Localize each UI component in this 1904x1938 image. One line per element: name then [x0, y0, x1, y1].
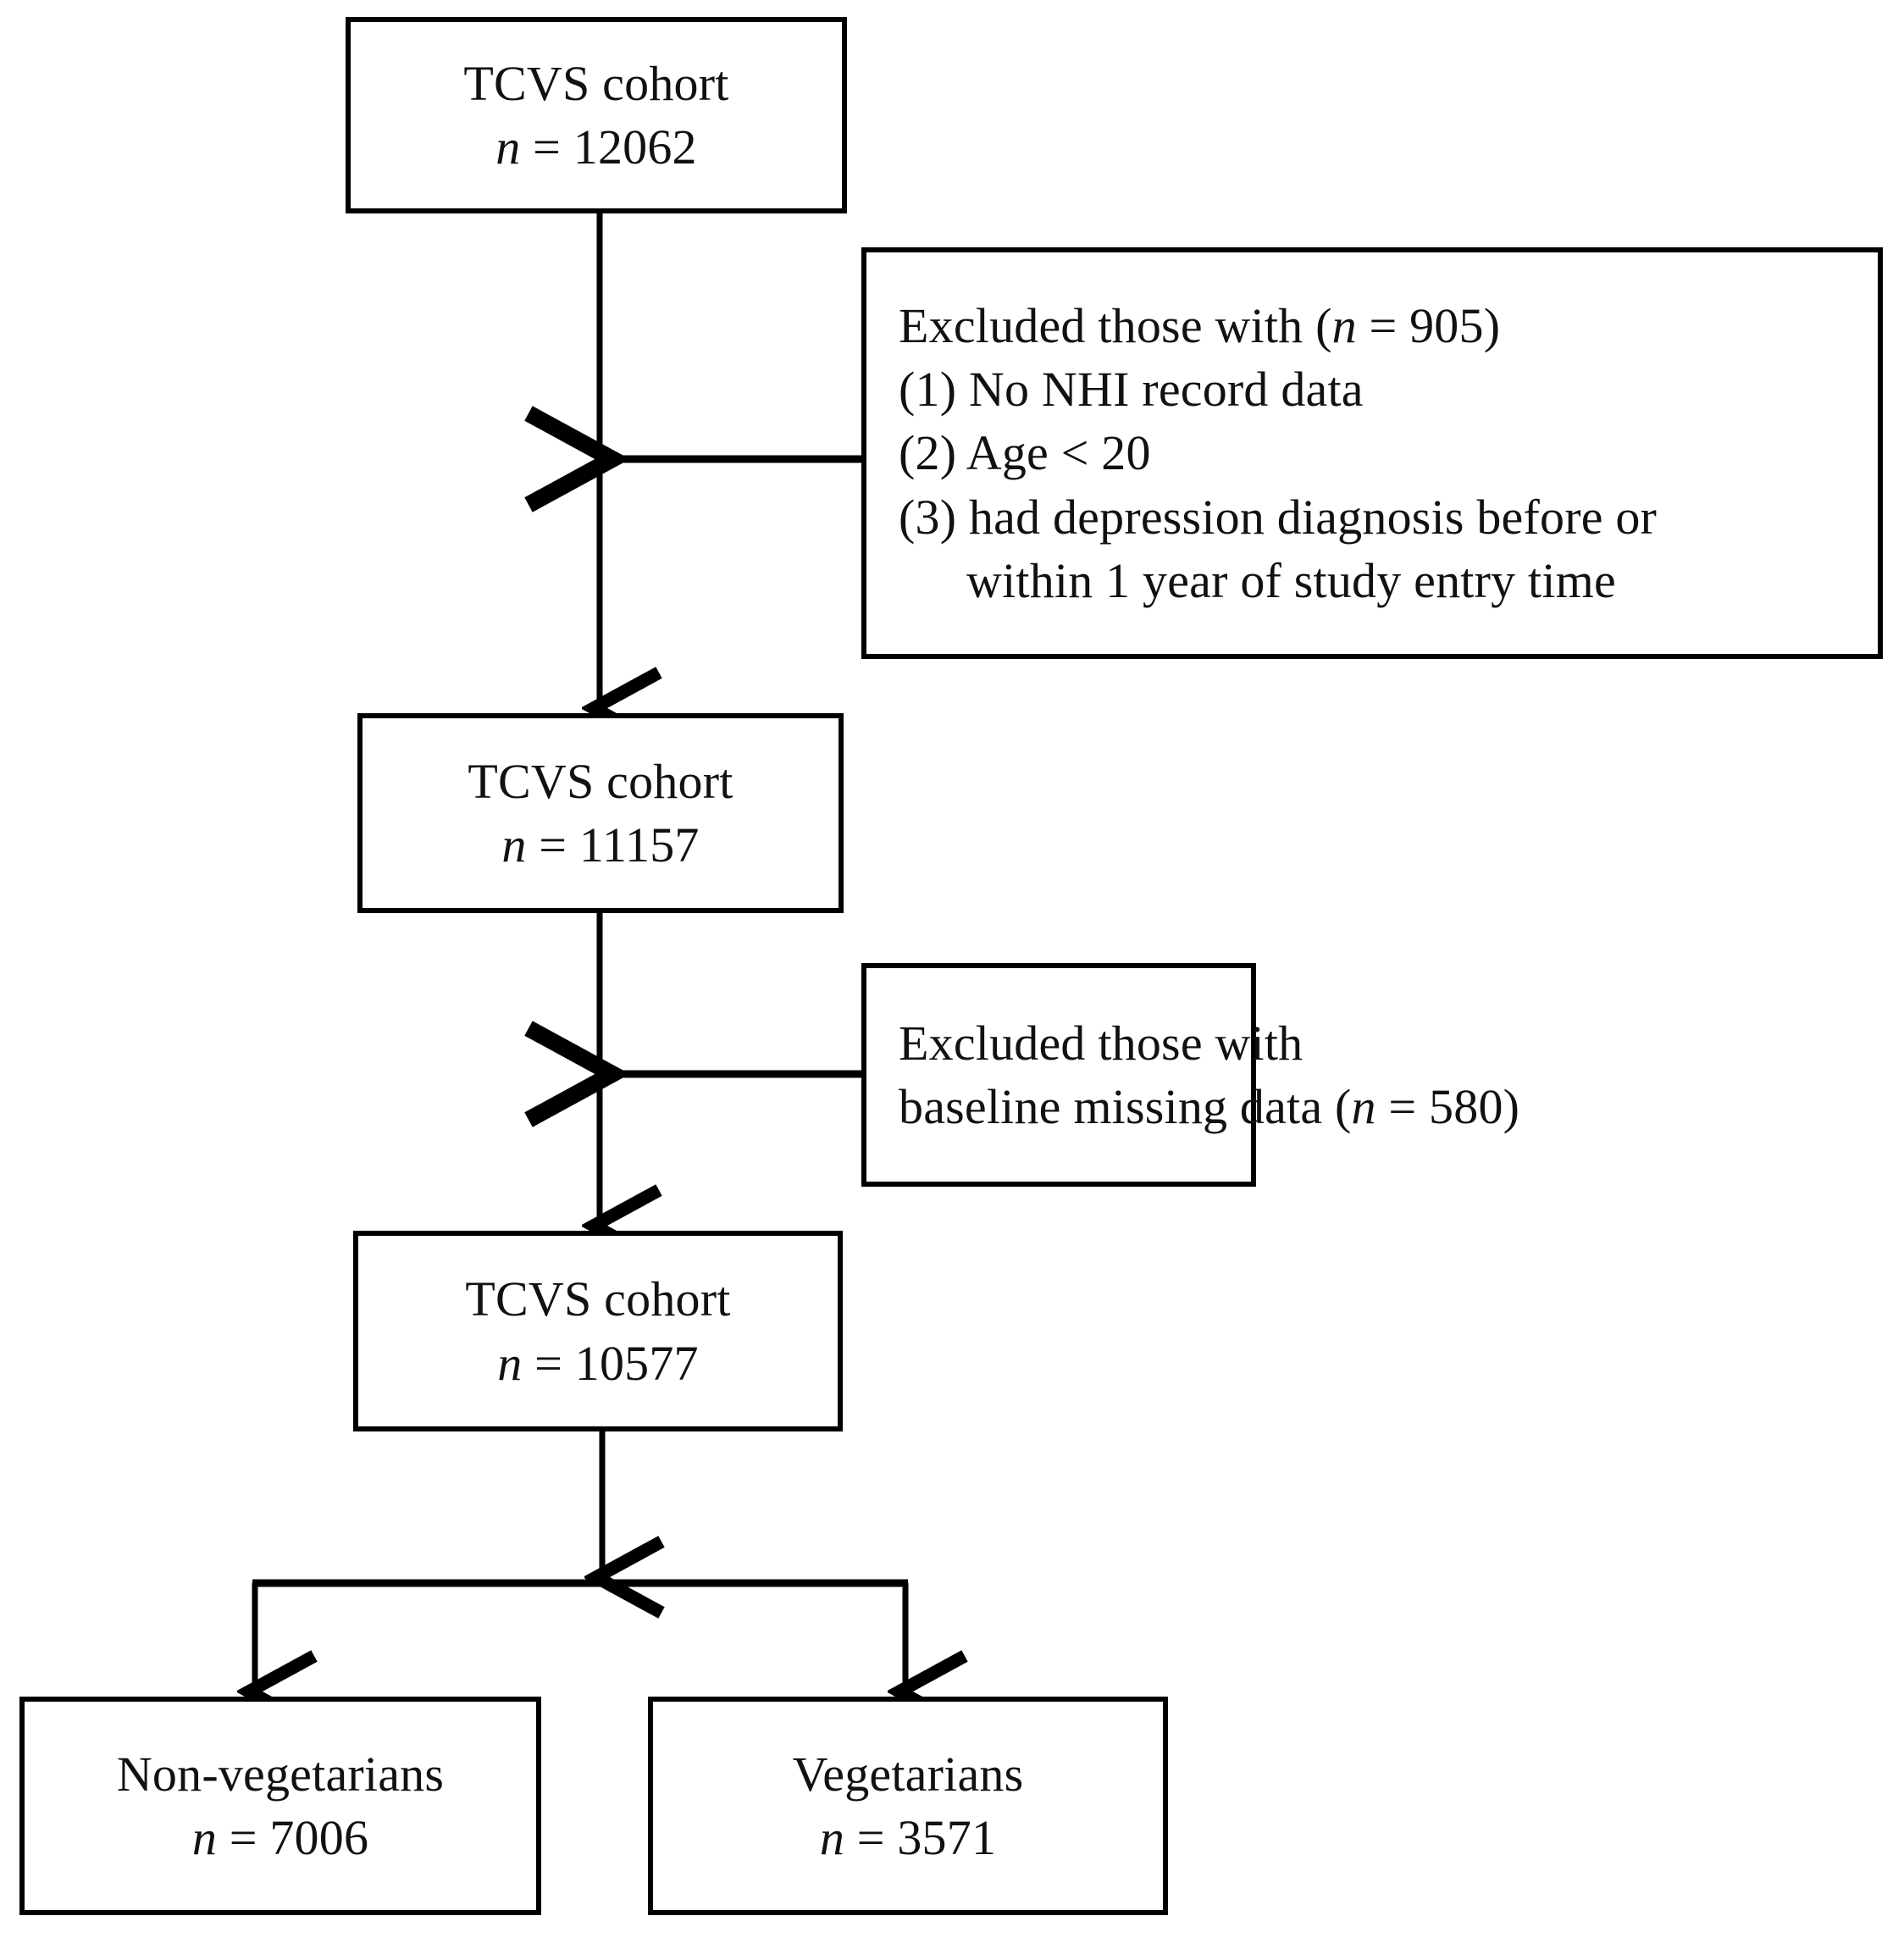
vegetarians-title: Vegetarians [792, 1746, 1024, 1802]
exclusion-2-prefix: baseline missing data ( [899, 1079, 1352, 1134]
non-vegetarians-title: Non-vegetarians [116, 1746, 445, 1802]
exclusion-1-item-1: (1) No NHI record data [899, 361, 1364, 417]
exclusion-2-line-2: baseline missing data (n = 580) [866, 1075, 1519, 1138]
n-value: = 10577 [522, 1335, 699, 1391]
non-vegetarians-count: n = 7006 [192, 1806, 368, 1869]
n-italic-label: n [819, 1810, 845, 1865]
exclusion-1-header-suffix: = 905) [1356, 297, 1501, 353]
vegetarians-count: n = 3571 [820, 1806, 996, 1869]
cohort-2-title: TCVS cohort [468, 753, 733, 809]
node-exclusion-2[interactable]: Excluded those with baseline missing dat… [861, 963, 1519, 1187]
cohort-2-count: n = 11157 [501, 813, 699, 877]
exclusion-1-header: Excluded those with (n = 905) [866, 294, 1500, 357]
node-cohort-2[interactable]: TCVS cohort n = 11157 [357, 713, 844, 913]
n-italic-label: n [497, 1335, 523, 1391]
cohort-3-title: TCVS cohort [465, 1271, 731, 1327]
cohort-1-count: n = 12062 [495, 115, 697, 179]
n-italic-label: n [495, 119, 521, 174]
n-value: = 3571 [844, 1810, 997, 1865]
exclusion-1-item-3: (3) had depression diagnosis before or [899, 489, 1658, 545]
n-value: = 7006 [217, 1810, 369, 1865]
n-italic-label: n [191, 1810, 218, 1865]
node-vegetarians[interactable]: Vegetarians n = 3571 [648, 1697, 1168, 1915]
n-italic-label: n [501, 817, 527, 872]
cohort-1-title: TCVS cohort [463, 55, 729, 111]
n-italic-label: n [1331, 297, 1357, 353]
node-non-vegetarians[interactable]: Non-vegetarians n = 7006 [19, 1697, 541, 1915]
exclusion-1-header-prefix: Excluded those with ( [899, 297, 1332, 353]
cohort-3-count: n = 10577 [497, 1332, 699, 1395]
n-value: = 11157 [526, 817, 700, 872]
exclusion-2-suffix: = 580) [1375, 1079, 1520, 1134]
exclusion-2-line-1: Excluded those with [899, 1015, 1303, 1071]
node-exclusion-1[interactable]: Excluded those with (n = 905) (1) No NHI… [861, 247, 1883, 659]
n-italic-label: n [1351, 1079, 1376, 1134]
node-cohort-3[interactable]: TCVS cohort n = 10577 [353, 1231, 843, 1431]
exclusion-1-item-3-cont: within 1 year of study entry time [966, 553, 1616, 609]
n-value: = 12062 [520, 119, 697, 174]
node-cohort-1[interactable]: TCVS cohort n = 12062 [346, 17, 847, 213]
exclusion-1-item-2: (2) Age < 20 [899, 425, 1151, 481]
